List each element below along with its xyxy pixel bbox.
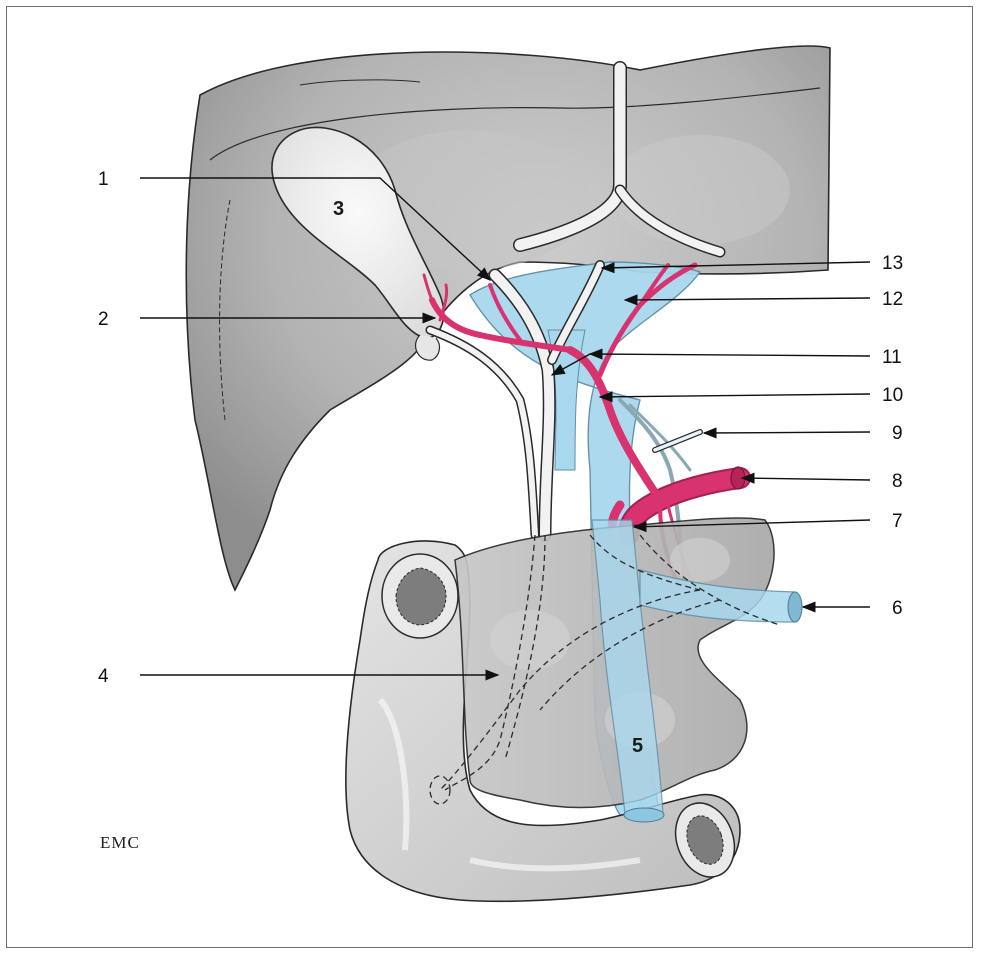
label-7: 7 [892,511,903,532]
label-9: 9 [892,423,903,444]
leader-8 [742,478,870,480]
label-8: 8 [892,471,903,492]
leader-10 [600,394,870,397]
publisher-signature: EMC [100,833,140,852]
label-13: 13 [882,253,903,274]
label-6: 6 [892,598,903,619]
leader-9 [704,432,870,433]
label-12: 12 [882,289,903,310]
label-11: 11 [882,347,902,368]
label-10: 10 [882,385,903,406]
gallbladder-label: 3 [333,198,344,220]
label-2: 2 [98,309,109,330]
leader-11 [590,354,870,356]
label-1: 1 [98,169,109,190]
label-4: 4 [98,666,109,687]
portal-vein-label: 5 [632,735,643,757]
